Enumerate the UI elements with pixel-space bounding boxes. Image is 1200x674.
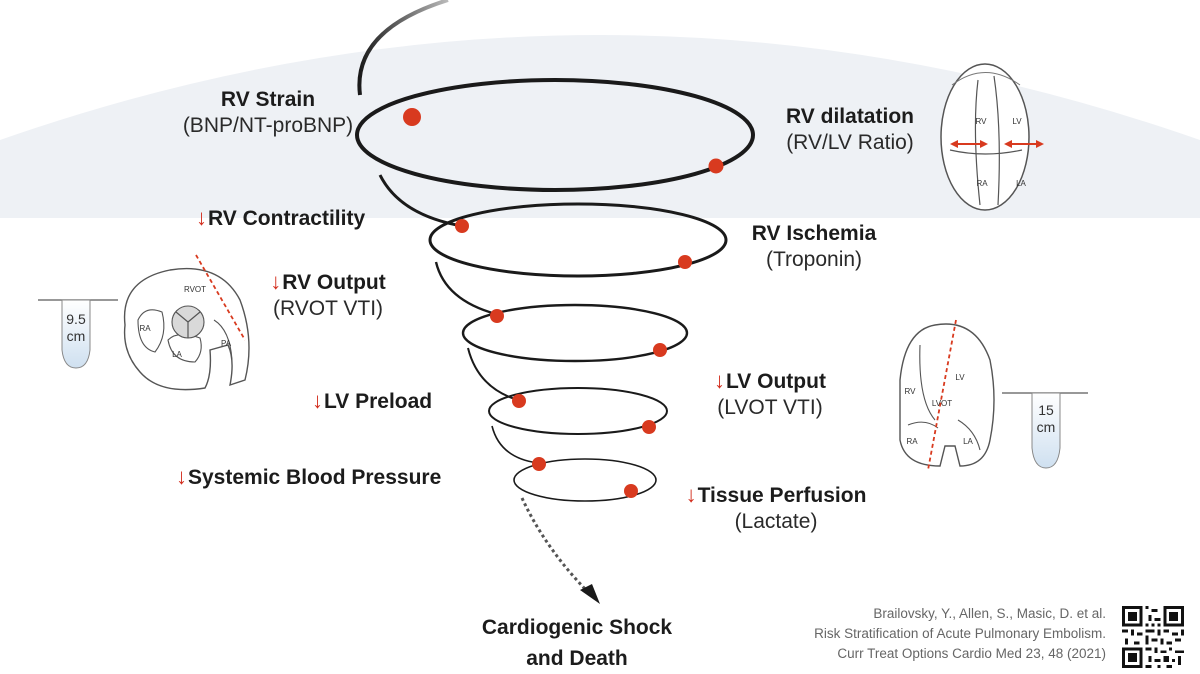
spiral-ring-5 <box>513 458 657 502</box>
reference-line-3: Curr Treat Options Cardio Med 23, 48 (20… <box>837 646 1106 661</box>
shock-arrowhead <box>580 584 600 604</box>
reference-line-2: Risk Stratification of Acute Pulmonary E… <box>814 626 1106 641</box>
marker-lactate-1 <box>532 457 546 471</box>
lvot-la-label: LA <box>963 437 973 446</box>
lvot-heart-diagram: RV LV LVOT RA LA <box>899 319 995 471</box>
marker-rv-ischemia <box>678 255 692 269</box>
qr-code-icon[interactable] <box>1122 606 1184 668</box>
reference-citation: Brailovsky, Y., Allen, S., Masic, D. et … <box>814 604 1106 664</box>
spiral-connector-4 <box>491 425 539 464</box>
spiral-ring-3 <box>461 303 689 363</box>
rvot-pa-label: PA <box>221 339 232 348</box>
lvot-vti-scale <box>1002 392 1088 469</box>
spiral-connector-3 <box>467 347 519 401</box>
marker-tissue-perfusion <box>624 484 638 498</box>
label-rv-dilatation: RV dilatation (RV/LV Ratio) <box>786 105 914 155</box>
spiral-ring-1 <box>355 78 755 192</box>
rvot-label: RVOT <box>184 285 206 294</box>
marker-lv-output <box>653 343 667 357</box>
label-rv-output: ↓RV Output (RVOT VTI) <box>270 269 386 321</box>
rvot-heart-diagram: RVOT RA LA PA <box>123 254 250 391</box>
spiral-top-tail <box>357 0 449 96</box>
spiral-connector-1 <box>378 174 463 228</box>
spiral-ring-4 <box>488 387 668 435</box>
lvot-lv-label: LV <box>955 373 965 382</box>
rvot-la-label: LA <box>172 350 182 359</box>
four-chamber-ra-label: RA <box>976 179 988 188</box>
marker-rv-output <box>490 309 504 323</box>
shock-arrow-path <box>520 497 590 594</box>
label-tissue-perfusion: ↓Tissue Perfusion (Lactate) <box>685 482 867 534</box>
four-chamber-la-label: LA <box>1016 179 1026 188</box>
lvot-rv-label: RV <box>905 387 917 396</box>
spiral-ring-2 <box>428 202 728 278</box>
label-rv-contractility: ↓RV Contractility <box>196 205 366 230</box>
four-chamber-rv-label: RV <box>976 117 988 126</box>
marker-rv-strain <box>403 108 421 126</box>
lvot-label: LVOT <box>932 399 952 408</box>
marker-systemic-bp <box>642 420 656 434</box>
lvot-ra-label: RA <box>906 437 918 446</box>
label-lv-output: ↓LV Output (LVOT VTI) <box>714 368 826 420</box>
label-cardiogenic-shock: Cardiogenic Shock and Death <box>481 616 673 670</box>
background-dome <box>0 35 1200 218</box>
label-lv-preload: ↓LV Preload <box>312 388 433 413</box>
marker-rv-contractility <box>455 219 469 233</box>
reference-line-1: Brailovsky, Y., Allen, S., Masic, D. et … <box>873 606 1106 621</box>
label-rv-ischemia: RV Ischemia (Troponin) <box>751 222 877 272</box>
label-rv-strain: RV Strain (BNP/NT-proBNP) <box>182 88 354 138</box>
rvot-ra-label: RA <box>139 324 151 333</box>
rvot-vti-scale <box>38 299 118 369</box>
spiral-connector-2 <box>434 261 497 316</box>
marker-rv-dilatation <box>708 158 724 174</box>
marker-lv-preload <box>512 394 526 408</box>
four-chamber-lv-label: LV <box>1012 117 1022 126</box>
four-chamber-heart-diagram: RV LV RA LA <box>940 63 1044 211</box>
label-systemic-bp: ↓Systemic Blood Pressure <box>176 464 442 489</box>
